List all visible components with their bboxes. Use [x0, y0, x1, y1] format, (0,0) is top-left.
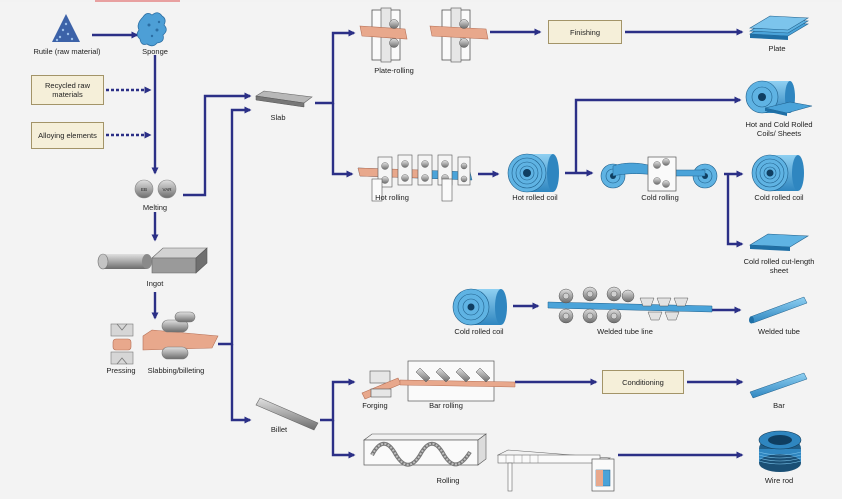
melting-label: Melting	[142, 203, 168, 212]
hot-cold-coils-sheets-icon	[745, 80, 813, 116]
cold-rolled-coil-input-icon	[452, 288, 507, 326]
forging-icon	[361, 370, 402, 400]
top-border	[0, 0, 842, 2]
welded-tube-line-icon	[547, 286, 713, 324]
finishing-box: Finishing	[548, 20, 622, 44]
hot-rolled-coil-icon	[507, 153, 559, 193]
pressing-icon	[110, 323, 134, 365]
billet-icon	[255, 397, 319, 431]
forging-label: Forging	[362, 401, 388, 410]
melting-furnaces-icon	[134, 179, 177, 199]
eb-label: EB	[141, 187, 147, 192]
arrow-trunk-billet	[230, 344, 252, 424]
arrow-slab-hotrolling	[331, 103, 354, 178]
sponge-label: Sponge	[142, 47, 168, 56]
bar-label: Bar	[773, 401, 785, 410]
slabbing-mill-icon	[142, 311, 219, 360]
recycled-materials-box: Recycled raw materials	[31, 75, 104, 105]
coiling-line-icon	[496, 449, 615, 492]
hot-rolling-label: Hot rolling	[375, 193, 409, 202]
var-label: VAR	[163, 187, 173, 192]
billet-label: Billet	[270, 425, 288, 434]
arrow-coil-hotcold	[574, 96, 742, 173]
wire-rod-coil-icon	[758, 430, 802, 472]
arrow-billeting-trunk	[218, 106, 252, 346]
slabbing-label: Slabbing/billeting	[147, 366, 205, 375]
hot-cold-coils-label: Hot and Cold Rolled Coils/ Sheets	[745, 120, 813, 138]
rutile-pile-icon	[52, 14, 80, 42]
wire-rod-label: Wire rod	[764, 476, 794, 485]
ingot-icon	[97, 247, 208, 274]
welded-tube-icon	[749, 296, 808, 324]
cold-rolling-mill-icon	[600, 156, 718, 192]
arrow-billet-rolling	[331, 420, 356, 459]
flow-arrows	[92, 28, 744, 459]
alloying-elements-box: Alloying elements	[31, 122, 104, 149]
cut-length-sheet-icon	[749, 233, 809, 251]
recycled-materials-text: Recycled raw materials	[44, 81, 90, 99]
plate-stack-icon	[749, 15, 809, 40]
welded-tube-label: Welded tube	[758, 327, 800, 336]
hot-rolled-coil-label: Hot rolled coil	[512, 193, 558, 202]
cold-rolled-coil-output-label: Cold rolled coil	[754, 193, 804, 202]
conditioning-box: Conditioning	[602, 370, 684, 394]
bar-rolling-mill-icon	[399, 360, 516, 402]
hot-rolling-mill-icon	[357, 154, 473, 202]
arrow-coldrolling-sheet	[726, 174, 744, 248]
pressing-label: Pressing	[106, 366, 136, 375]
plate-label: Plate	[768, 44, 786, 53]
cut-length-sheet-label: Cold rolled cut-length sheet	[743, 257, 815, 275]
plate-rolling-mill-icon	[359, 7, 489, 63]
arrow-billet-forging	[320, 378, 356, 422]
rolling-mill-icon	[363, 433, 487, 467]
ingot-label: Ingot	[146, 279, 164, 288]
cold-rolled-coil-input-label: Cold rolled coil	[454, 327, 504, 336]
cold-rolling-label: Cold rolling	[641, 193, 679, 202]
sponge-icon	[136, 12, 167, 47]
alloying-elements-text: Alloying elements	[38, 131, 97, 140]
plate-rolling-label: Plate-rolling	[374, 66, 414, 75]
slab-label: Slab	[270, 113, 286, 122]
arrow-slab-branches	[315, 29, 356, 105]
arrow-melting-slab	[183, 92, 252, 197]
welded-tube-line-label: Welded tube line	[597, 327, 653, 336]
slab-icon	[255, 90, 313, 108]
cold-rolled-coil-output-icon	[751, 154, 804, 192]
finishing-text: Finishing	[569, 27, 600, 37]
rutile-label: Rutile (raw material)	[33, 47, 101, 56]
rolling-label: Rolling	[436, 476, 460, 485]
conditioning-text: Conditioning	[622, 377, 664, 387]
top-accent	[95, 0, 180, 2]
bar-icon	[749, 372, 808, 399]
bar-rolling-label: Bar rolling	[429, 401, 463, 410]
